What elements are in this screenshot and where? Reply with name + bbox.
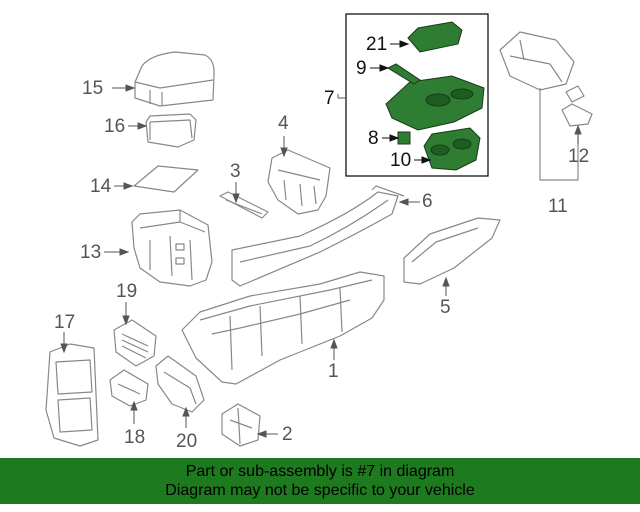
parts-diagram bbox=[45, 13, 593, 447]
callout-16: 16 bbox=[104, 116, 126, 137]
callout-21: 21 bbox=[366, 34, 388, 55]
trim-strip-part-3 bbox=[219, 191, 269, 219]
holder-part-20 bbox=[155, 355, 205, 413]
callout-6: 6 bbox=[422, 191, 433, 212]
callout-12: 12 bbox=[568, 146, 590, 167]
clip-part-12 bbox=[561, 85, 593, 127]
side-panel-part-5 bbox=[403, 217, 501, 285]
bracket-part-13 bbox=[131, 209, 213, 287]
callout-3: 3 bbox=[230, 161, 241, 182]
trim-panel-part-17 bbox=[45, 343, 99, 447]
callout-10: 10 bbox=[390, 150, 412, 171]
banner-line-1: Part or sub-assembly is #7 in diagram bbox=[185, 463, 455, 480]
callout-13: 13 bbox=[80, 242, 102, 263]
callout-11: 11 bbox=[548, 196, 568, 217]
callout-9: 9 bbox=[356, 58, 367, 79]
bracket-part-4 bbox=[267, 149, 331, 215]
highlight-box bbox=[345, 13, 489, 177]
callout-18: 18 bbox=[124, 427, 146, 448]
console-body-part-1 bbox=[181, 271, 385, 385]
callout-1: 1 bbox=[328, 361, 339, 382]
mat-part-14 bbox=[133, 165, 199, 193]
info-banner: Part or sub-assembly is #7 in diagram Di… bbox=[0, 458, 640, 504]
callout-2: 2 bbox=[282, 424, 293, 445]
callout-17: 17 bbox=[54, 312, 76, 333]
console-box-part-11 bbox=[499, 31, 575, 91]
bracket-part-2 bbox=[221, 403, 261, 447]
callout-15: 15 bbox=[82, 78, 104, 99]
callout-7: 7 bbox=[324, 88, 335, 109]
side-trim-part-6 bbox=[231, 185, 405, 287]
cupholder-assembly-part-7 bbox=[385, 21, 485, 171]
callout-8: 8 bbox=[368, 128, 379, 149]
vent-part-19 bbox=[113, 319, 157, 367]
callout-4: 4 bbox=[278, 113, 289, 134]
banner-line-2: Diagram may not be specific to your vehi… bbox=[165, 482, 475, 499]
callout-19: 19 bbox=[116, 281, 138, 302]
callout-20: 20 bbox=[176, 431, 198, 452]
callout-14: 14 bbox=[90, 176, 112, 197]
bezel-part-18 bbox=[109, 369, 149, 407]
armrest-lid-part-15 bbox=[134, 51, 215, 107]
storage-tray-part-16 bbox=[145, 113, 197, 148]
callout-5: 5 bbox=[440, 297, 451, 318]
